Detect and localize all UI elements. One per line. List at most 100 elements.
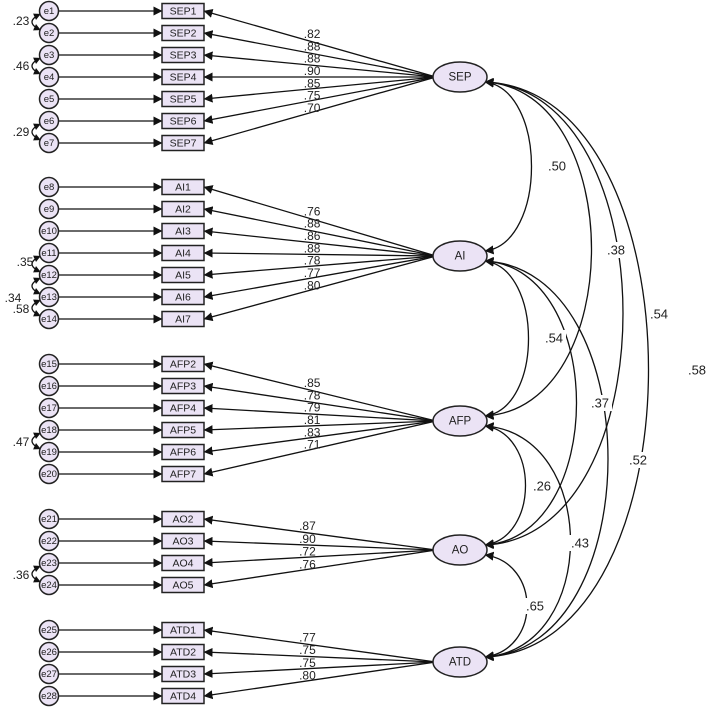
factor-correlation-label-bg xyxy=(588,395,612,411)
error-label: e9 xyxy=(44,204,55,215)
loading-path-AI6 xyxy=(203,255,437,300)
indicator-box-AFP7 xyxy=(161,465,205,483)
indicator-label: AI2 xyxy=(175,204,191,216)
indicator-label: AFP6 xyxy=(170,447,196,459)
loading-path-SEP3 xyxy=(203,51,437,78)
error-label: e6 xyxy=(44,116,55,127)
factor-correlation-label-bg xyxy=(568,535,592,551)
error-circle-e23 xyxy=(38,552,60,574)
indicator-label: AFP4 xyxy=(170,403,196,415)
indicator-label: AI4 xyxy=(175,248,191,260)
factor-correlation-AI-AFP xyxy=(484,257,529,420)
indicator-box-AI5 xyxy=(161,266,205,284)
latent-label: ATD xyxy=(449,657,471,669)
error-circle-e1 xyxy=(38,0,60,22)
latent-AO xyxy=(432,534,488,566)
loading-value: .88 xyxy=(304,52,321,66)
loading-path-AI5 xyxy=(203,255,437,279)
error-covariance-value: .36 xyxy=(13,568,30,582)
error-circle-e24 xyxy=(38,574,60,596)
loading-path-AI1 xyxy=(203,185,437,257)
factor-correlation-label-bg xyxy=(545,158,569,174)
indicator-box-SEP3 xyxy=(161,46,205,64)
latent-AI xyxy=(432,240,488,272)
error-label: e5 xyxy=(44,94,55,105)
error-circle-e26 xyxy=(38,641,60,663)
loading-path-AFP3 xyxy=(203,382,437,422)
latent-label: AI xyxy=(455,251,466,263)
error-label: e19 xyxy=(41,447,57,458)
indicator-box-AO5 xyxy=(161,576,205,594)
indicator-label: AO2 xyxy=(172,514,193,526)
indicator-label: AI5 xyxy=(175,270,191,282)
error-circle-e22 xyxy=(38,530,60,552)
error-label: e12 xyxy=(41,270,57,281)
indicator-box-AI1 xyxy=(161,178,205,196)
loading-path-AO3 xyxy=(203,536,437,551)
loading-path-AFP2 xyxy=(203,361,437,422)
factor-correlation-SEP-AO xyxy=(484,77,624,550)
indicator-label: ATD2 xyxy=(170,647,196,659)
indicator-label: ATD1 xyxy=(170,625,196,637)
error-label: e25 xyxy=(41,625,57,636)
error-circle-e14 xyxy=(38,308,60,330)
indicator-box-ATD3 xyxy=(161,665,205,683)
factor-correlation-AO-ATD xyxy=(484,551,528,661)
factor-correlation-label-bg xyxy=(542,330,566,346)
loading-value: .75 xyxy=(304,89,321,103)
indicator-box-AO4 xyxy=(161,554,205,572)
error-covariance-value: .35 xyxy=(17,255,34,269)
loading-value: .80 xyxy=(299,669,316,683)
indicator-label: AFP5 xyxy=(170,425,196,437)
factor-correlation-AFP-AO xyxy=(484,422,526,549)
latent-ATD xyxy=(432,646,488,678)
loading-path-AI2 xyxy=(203,206,437,257)
factor-correlation-label-bg xyxy=(604,242,628,258)
latent-label: SEP xyxy=(448,72,471,84)
factor-correlation-value: .38 xyxy=(607,243,625,258)
indicator-box-SEP5 xyxy=(161,90,205,108)
indicator-box-AFP3 xyxy=(161,377,205,395)
loading-path-AFP7 xyxy=(203,420,437,477)
indicator-label: SEP3 xyxy=(170,50,197,62)
error-circle-e13 xyxy=(38,286,60,308)
error-circle-e16 xyxy=(38,375,60,397)
loading-path-SEP6 xyxy=(203,76,437,124)
factor-correlation-label-bg xyxy=(647,306,671,322)
factor-correlation-value: .65 xyxy=(526,599,544,614)
factor-correlation-label-bg xyxy=(685,362,709,378)
loading-value: .82 xyxy=(304,27,321,41)
loading-value: .88 xyxy=(304,241,321,255)
factor-correlation-value: .50 xyxy=(548,159,566,174)
error-label: e23 xyxy=(41,558,57,569)
error-label: e15 xyxy=(41,359,57,370)
loading-value: .87 xyxy=(299,519,316,533)
indicator-box-ATD2 xyxy=(161,643,205,661)
factor-correlation-label-bg xyxy=(530,478,554,494)
indicator-label: SEP5 xyxy=(170,94,197,106)
indicator-box-AO2 xyxy=(161,510,205,528)
labels-layer: .82.88.88.90.85.75.70.76.88.86.88.78.77.… xyxy=(5,14,709,683)
error-label: e13 xyxy=(41,292,57,303)
indicator-label: AI1 xyxy=(175,182,191,194)
indicator-label: AO5 xyxy=(172,580,193,592)
indicator-label: AO3 xyxy=(172,536,193,548)
factor-correlation-label-bg xyxy=(626,452,650,468)
indicator-box-SEP7 xyxy=(161,134,205,152)
indicator-box-ATD4 xyxy=(161,687,205,705)
loading-value: .78 xyxy=(304,388,321,402)
indicator-box-AFP6 xyxy=(161,443,205,461)
error-label: e26 xyxy=(41,647,57,658)
indicator-label: AI7 xyxy=(175,314,191,326)
loading-path-AI4 xyxy=(203,248,437,258)
loading-value: .76 xyxy=(304,204,321,218)
latent-label: AFP xyxy=(449,416,472,428)
indicator-box-AFP5 xyxy=(161,421,205,439)
loading-path-SEP7 xyxy=(203,76,437,145)
indicator-label: SEP2 xyxy=(170,28,197,40)
error-circle-e8 xyxy=(38,176,60,198)
factor-correlation-value: .54 xyxy=(650,307,668,322)
error-circle-e7 xyxy=(38,132,60,154)
loading-value: .88 xyxy=(304,217,321,231)
loading-path-ATD4 xyxy=(203,661,437,700)
